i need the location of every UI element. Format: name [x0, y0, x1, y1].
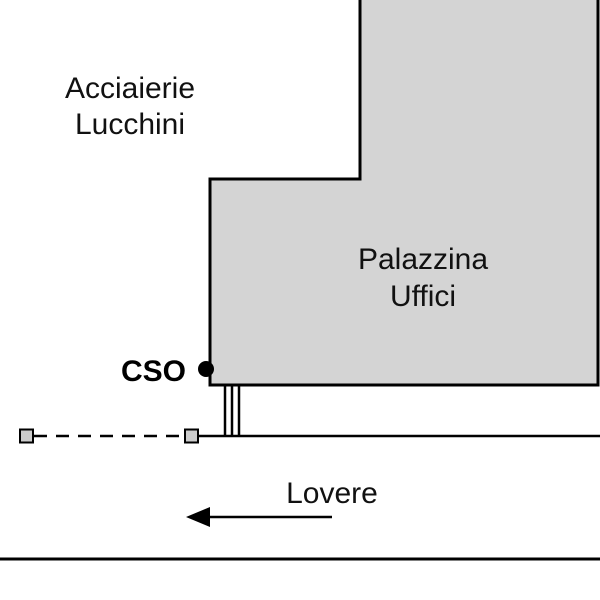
- building-label-line2: Uffici: [390, 280, 456, 313]
- building-shape: [208, 0, 600, 387]
- area-label-line1: Acciaierie: [65, 72, 195, 105]
- area-label-line2: Lucchini: [75, 108, 185, 141]
- boundary-marker-square-right: [184, 428, 199, 444]
- cso-point-marker: [198, 361, 214, 377]
- cso-label: CSO: [121, 355, 186, 388]
- direction-label: Lovere: [286, 477, 378, 510]
- direction-arrow-head: [186, 507, 210, 527]
- building-label-line1: Palazzina: [358, 243, 488, 276]
- boundary-marker-square-left: [19, 428, 34, 444]
